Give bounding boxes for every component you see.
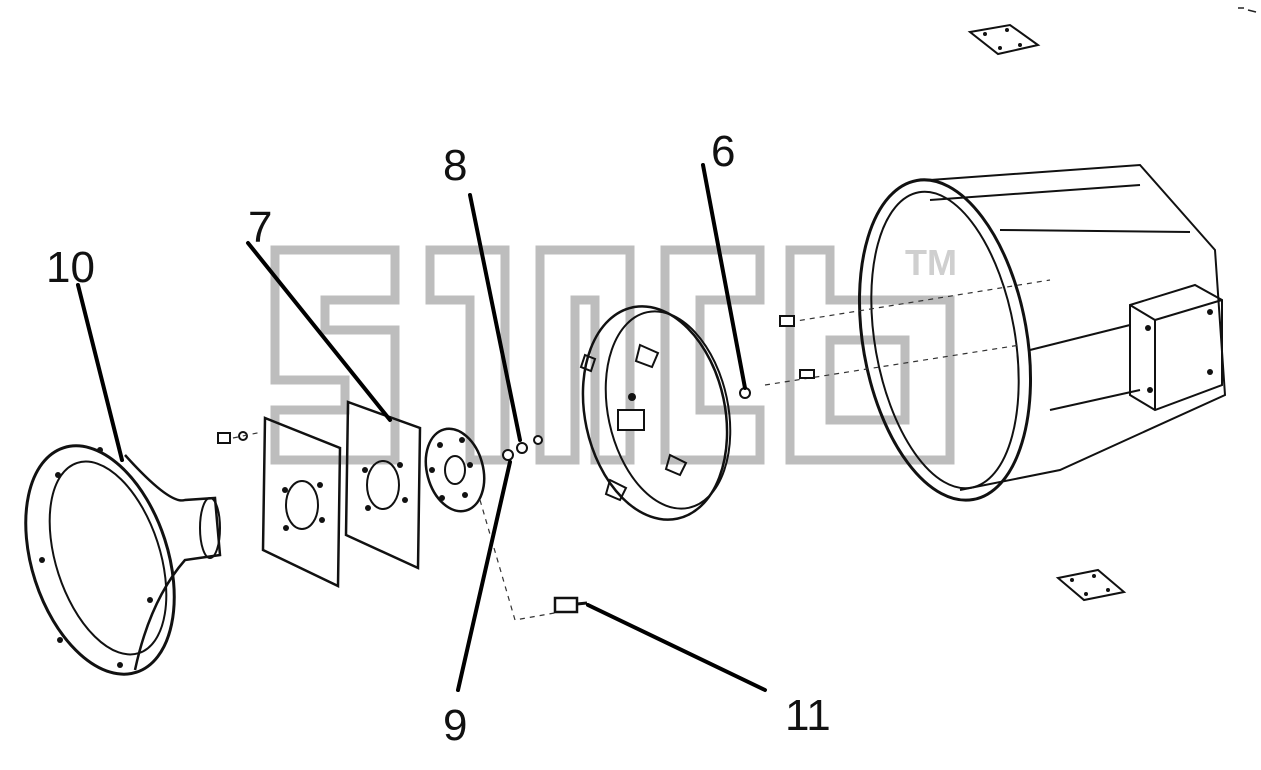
corner-mark (1238, 7, 1257, 13)
adapter-bell (24, 444, 222, 676)
callout-6: 6 (711, 127, 735, 176)
leader-10 (76, 283, 124, 462)
leader-11 (586, 603, 767, 692)
flex-plate (344, 400, 422, 570)
stator-housing (764, 163, 1227, 502)
rotor-disc (579, 305, 751, 521)
callout-11: 11 (785, 691, 831, 740)
leader-8 (468, 193, 522, 442)
gasket-plate-bottom (1055, 568, 1127, 602)
callout-9: 9 (443, 701, 467, 750)
leader-lines (76, 163, 767, 692)
flex-plate-back (261, 416, 342, 588)
watermark-tm: TM (905, 242, 957, 283)
gasket-plate-top (967, 23, 1041, 56)
washers-8 (502, 435, 543, 461)
callout-labels: 10 7 8 6 9 11 (46, 127, 831, 750)
screw-small (217, 431, 263, 444)
callout-8: 8 (443, 141, 467, 190)
leader-9 (456, 460, 512, 692)
leader-7 (246, 241, 392, 422)
coupling-disc (424, 427, 486, 513)
leader-6 (701, 163, 747, 390)
callout-7: 7 (248, 203, 272, 252)
watermark-logo: TM (270, 242, 957, 465)
callout-10: 10 (46, 243, 95, 292)
